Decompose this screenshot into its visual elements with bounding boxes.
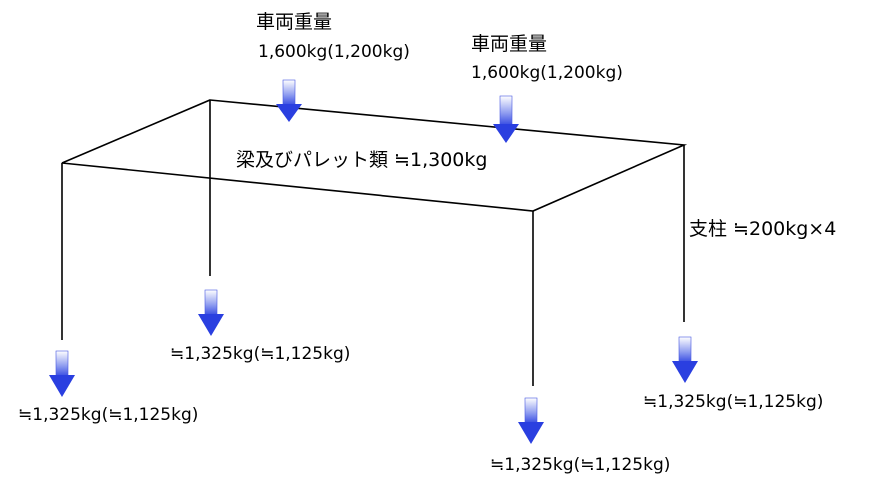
beams-pallet-weight: 梁及びパレット類 ≒1,300kg (236, 149, 488, 171)
support-load-arrow-back-right (672, 336, 698, 383)
vehicle-weight-value-2: 1,600kg(1,200kg) (471, 63, 623, 83)
load-back-left: ≒1,325kg(≒1,125kg) (170, 344, 351, 364)
support-load-arrow-front-left (49, 350, 75, 397)
vehicle-load-arrow-2 (493, 95, 519, 143)
vehicle-load-arrow-1 (276, 79, 302, 122)
vehicle-weight-title-1: 車両重量 (256, 11, 333, 33)
vehicle-weight-value-1: 1,600kg(1,200kg) (258, 42, 410, 62)
support-load-arrow-front-right (518, 397, 544, 444)
support-load-arrow-back-left (198, 289, 224, 336)
load-front-right: ≒1,325kg(≒1,125kg) (490, 455, 671, 475)
vehicle-weight-title-2: 車両重量 (471, 33, 548, 55)
load-back-right: ≒1,325kg(≒1,125kg) (643, 392, 824, 412)
load-front-left: ≒1,325kg(≒1,125kg) (18, 405, 199, 425)
pillar-weight: 支柱 ≒200kg×4 (689, 218, 837, 240)
